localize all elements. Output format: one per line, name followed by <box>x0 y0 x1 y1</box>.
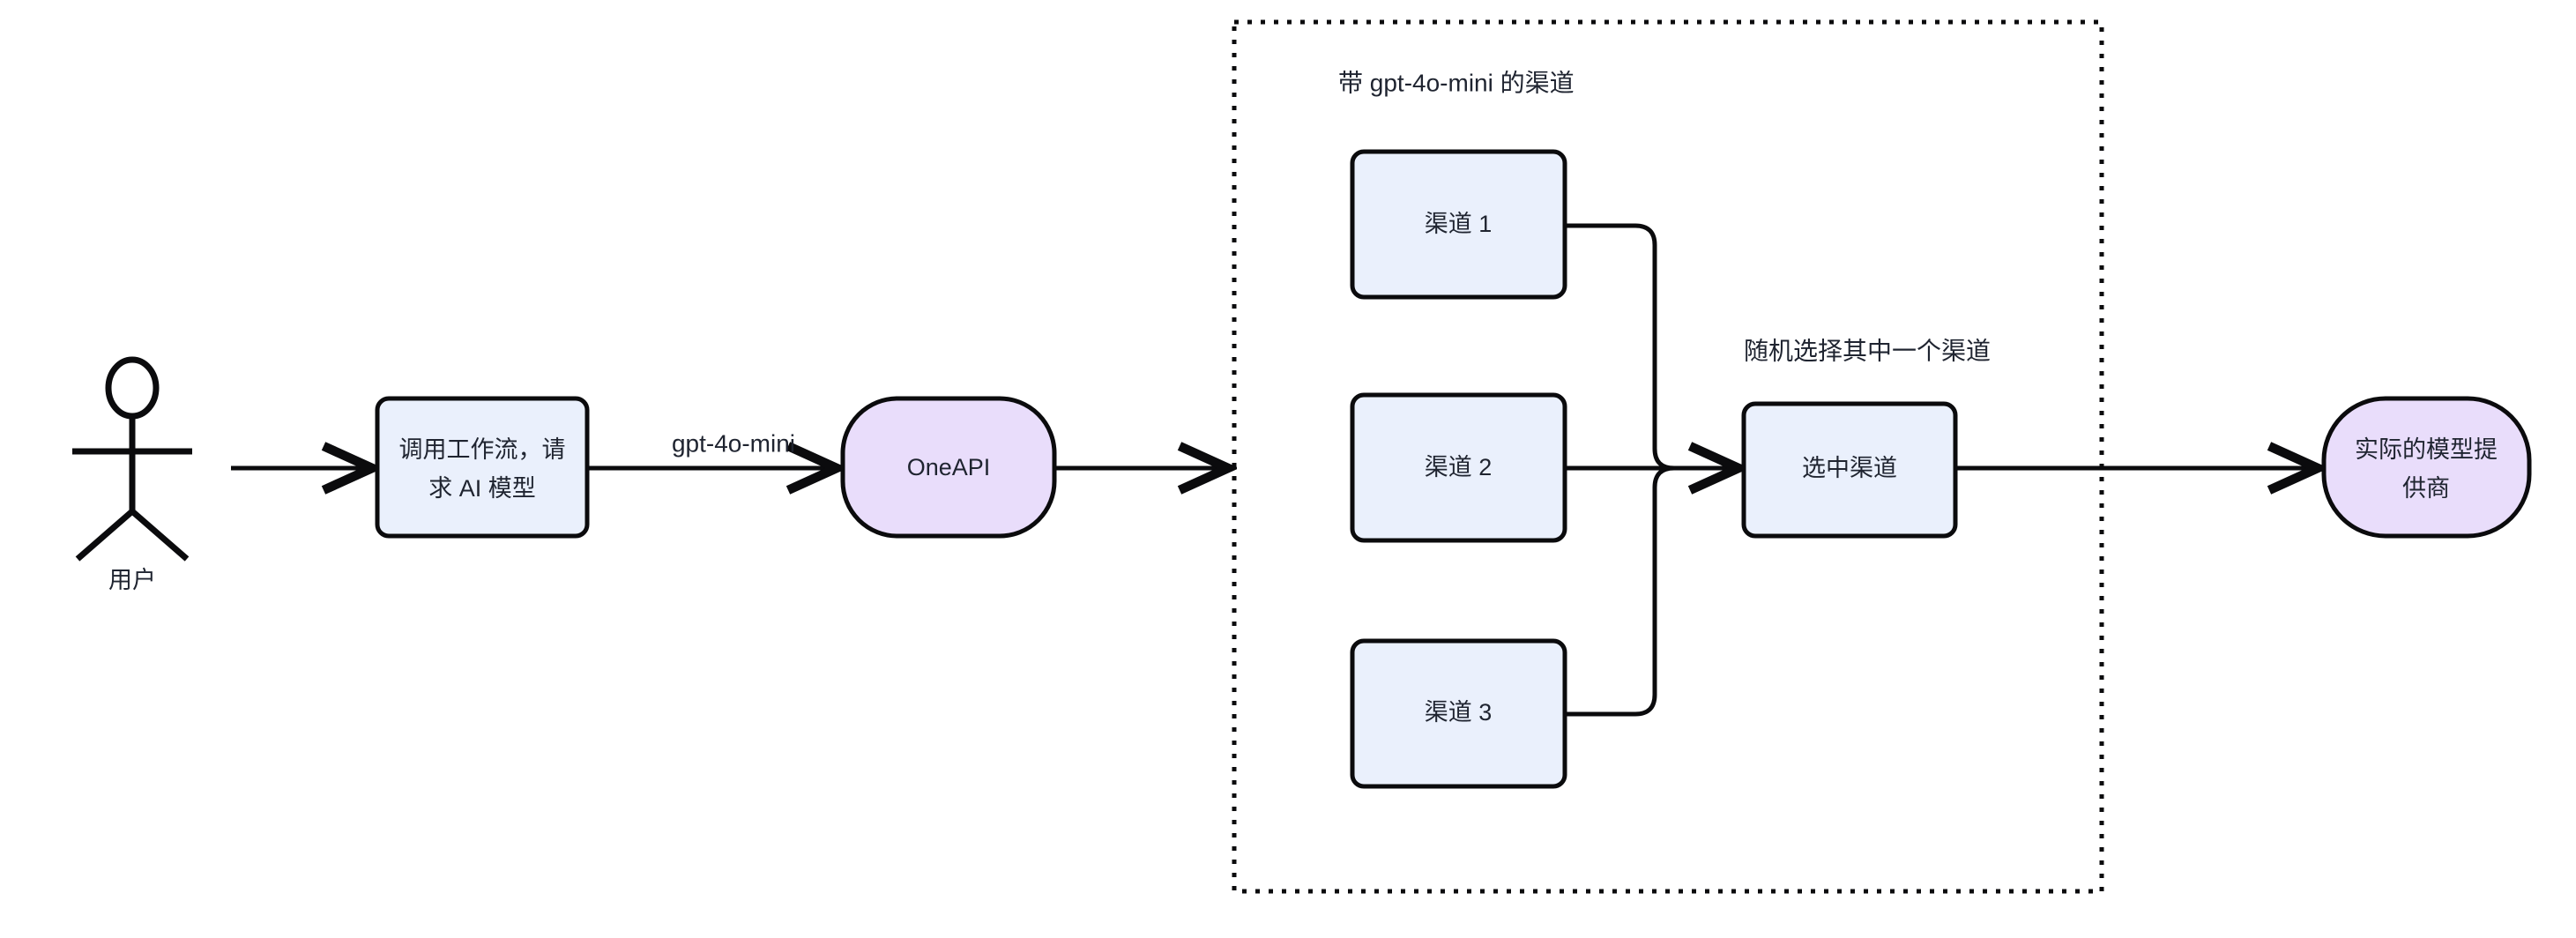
channel-group-label: 带 gpt-4o-mini 的渠道 <box>1338 69 1575 96</box>
node-provider-shape[interactable] <box>2321 396 2532 539</box>
node-channel-1-label: 渠道 1 <box>1425 211 1493 237</box>
node-workflow-label-line1: 调用工作流，请 <box>399 436 566 463</box>
node-oneapi[interactable]: OneAPI <box>840 396 1057 539</box>
node-provider[interactable]: 实际的模型提 供商 <box>2321 396 2532 539</box>
person-left-leg-icon <box>75 509 135 562</box>
node-channel-2-label: 渠道 2 <box>1425 454 1493 480</box>
node-channel-3-label: 渠道 3 <box>1425 699 1493 726</box>
person-right-leg-icon <box>130 509 190 562</box>
actor-label: 用户 <box>108 567 156 593</box>
edge-channel-3-to-selected <box>1565 465 1689 717</box>
node-workflow-shape[interactable] <box>375 396 590 539</box>
node-channel-3[interactable]: 渠道 3 <box>1350 638 1567 789</box>
node-oneapi-label: OneAPI <box>907 454 991 480</box>
node-channel-1[interactable]: 渠道 1 <box>1350 149 1567 300</box>
actor-user: 用户 <box>72 356 192 593</box>
node-workflow[interactable]: 调用工作流，请 求 AI 模型 <box>375 396 590 539</box>
node-provider-label-line2: 供商 <box>2402 475 2450 502</box>
edge-channel-1-to-selected <box>1565 223 1689 471</box>
node-channel-2[interactable]: 渠道 2 <box>1350 392 1567 543</box>
person-head-icon <box>105 356 160 420</box>
edge-label-gpt-4o-mini: gpt-4o-mini <box>672 429 795 457</box>
annotation-random-pick: 随机选择其中一个渠道 <box>1744 337 1991 364</box>
node-selected-channel[interactable]: 选中渠道 <box>1741 401 1958 539</box>
channel-group-container: 带 gpt-4o-mini 的渠道 <box>1232 19 2104 894</box>
node-selected-channel-label: 选中渠道 <box>1802 455 1897 481</box>
node-provider-label-line1: 实际的模型提 <box>2355 436 2498 463</box>
channel-group-border <box>1232 19 2104 894</box>
node-workflow-label-line2: 求 AI 模型 <box>428 475 536 502</box>
